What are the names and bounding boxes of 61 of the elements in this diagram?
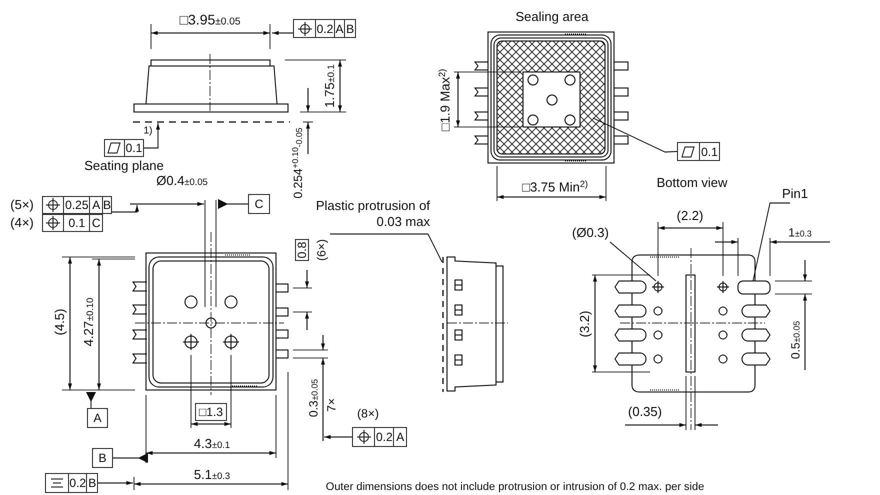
leader-line [112, 453, 148, 463]
leader-line [752, 202, 790, 282]
datum-box: C [248, 194, 270, 214]
tolerance-value: 0.1 [698, 143, 719, 160]
datum-reference: A [334, 20, 344, 37]
leader-line [330, 234, 442, 262]
tolerance-value: 0.25 [63, 197, 90, 213]
feature-control-frame [42, 214, 103, 232]
note-text: Outer dimensions does not include protrusion or intrusion of 0.2 max. per side [326, 480, 704, 494]
tolerance-value: 0.1 [124, 140, 143, 156]
datum-reference: A [89, 197, 102, 213]
view-title: Sealing area [516, 10, 588, 24]
feature-control-frame [42, 196, 112, 214]
view-title: Bottom view [656, 176, 728, 190]
dimension-text: (2.2) [676, 208, 704, 224]
dimension-text: (3.2) [578, 310, 592, 338]
multiplier-text: (5×) [10, 198, 34, 212]
leader-line [272, 31, 294, 35]
dimension-text: □3.95$_{±0.05}$ [180, 12, 240, 28]
datum-reference: B [102, 197, 111, 213]
note-text: Plastic protrusion of 0.03 max [310, 198, 430, 234]
pin-label: Pin1 [782, 186, 816, 203]
feature-control-frame [293, 19, 356, 38]
dimension-text: (4.5) [52, 308, 68, 336]
leader-line [144, 122, 160, 148]
dimension-text: (0.35) [628, 404, 662, 420]
datum-box: A [87, 408, 108, 428]
leader-line [112, 204, 139, 212]
datum-reference: B [86, 474, 97, 492]
leader-line [592, 118, 678, 152]
tolerance-value: 0.2 [374, 428, 394, 446]
leader-line [218, 199, 248, 209]
basic-dimension-box: □1.3 [195, 403, 227, 421]
dimension-text: □3.75 Min$^{2)}$ [522, 179, 588, 195]
multiplier-text: (4×) [10, 216, 34, 230]
feature-control-frame [45, 473, 98, 493]
seating-plane-line [133, 121, 290, 123]
datum-box: B [92, 448, 113, 468]
feature-control-frame [352, 427, 407, 447]
tolerance-value: 0.2 [68, 474, 86, 492]
datum-reference: A [393, 428, 406, 446]
leader-line [610, 242, 656, 282]
datum-reference: C [89, 215, 102, 231]
leader-line [324, 435, 352, 439]
footnote-mark: 1) [144, 126, 152, 136]
feature-control-frame [677, 142, 720, 161]
tolerance-value: 0.1 [63, 215, 90, 231]
pin-pad [738, 280, 770, 294]
datum-reference: B [344, 20, 356, 37]
leader-line [98, 481, 134, 485]
multiplier-text: (6×) [315, 239, 329, 261]
feature-control-frame [104, 139, 144, 157]
tolerance-value: 0.2 [315, 20, 334, 37]
dimension-text: (Ø0.3) [572, 225, 629, 242]
basic-dimension-box: 0.8 [295, 239, 309, 261]
protrusion-line [442, 257, 444, 392]
caption-text: Seating plane [84, 158, 164, 174]
multiplier-text: (8×) [357, 407, 379, 421]
multiplier-text: 7× [325, 398, 339, 412]
leader-line [86, 392, 96, 408]
via-hole [652, 280, 664, 294]
